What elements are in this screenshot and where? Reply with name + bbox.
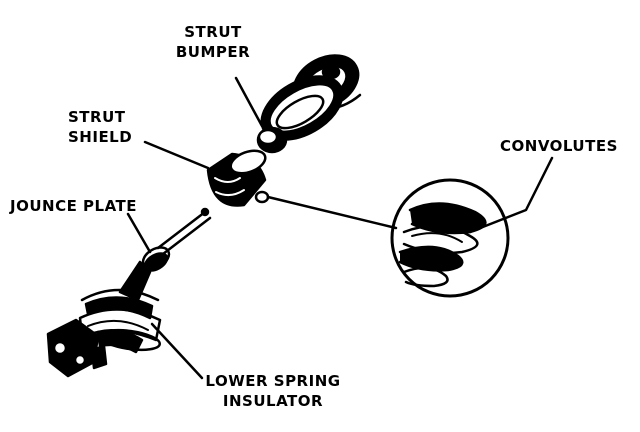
lower-spring-insulator-label: LOWER SPRING INSULATOR (205, 372, 341, 410)
convolutes-label: CONVOLUTES (500, 137, 618, 155)
jounce-plate-label: JOUNCE PLATE (10, 197, 138, 215)
strut-shield-label: STRUT SHIELD (68, 108, 133, 146)
strut-shield-leader (143, 140, 210, 170)
lower-spring-insulator-leader (150, 322, 204, 380)
detail-circle (390, 178, 510, 298)
strut-bumper-label: STRUT BUMPER (175, 23, 251, 61)
convolutes-leader (468, 156, 554, 234)
knuckle-bracket (46, 318, 108, 378)
strut-shield-part (206, 149, 270, 207)
strut-bumper-leader (234, 76, 264, 128)
piston-rod (156, 207, 212, 256)
jounce-plate-leader (126, 212, 152, 254)
strut-bumper-part (256, 126, 288, 154)
spring-seat-plate (260, 75, 344, 141)
detail-connector-line (266, 195, 398, 230)
